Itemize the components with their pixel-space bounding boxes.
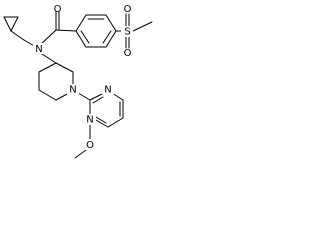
- bond: [132, 21, 153, 32]
- bond: [105, 30, 117, 48]
- bond: [77, 92, 91, 101]
- bond: [75, 14, 87, 32]
- bond: [75, 30, 87, 48]
- bond: [55, 62, 74, 73]
- atom-label-pyrimidine-nitrogen-top: N: [104, 85, 111, 96]
- atom-label-sulfonyl-oxygen-bottom: O: [124, 48, 132, 59]
- bond: [80, 30, 90, 44]
- bond: [74, 149, 87, 159]
- bond: [93, 118, 109, 128]
- atom-label-amide-oxygen: O: [54, 4, 62, 15]
- atom-label-piperidine-nitrogen: N: [69, 85, 76, 96]
- chemical-structure-diagram: O S O O N N N N O: [3, 4, 153, 159]
- atom-label-pyrimidine-nitrogen-bottom: N: [86, 115, 93, 126]
- bond: [102, 30, 112, 44]
- atom-label-sulfonyl-oxygen-top: O: [124, 4, 132, 15]
- bond: [10, 16, 19, 32]
- bond: [92, 96, 104, 104]
- bond: [38, 62, 57, 73]
- atom-label-amide-nitrogen: N: [35, 44, 42, 55]
- atom-labels: O S O O N N N N O: [33, 4, 133, 151]
- bond: [95, 116, 107, 124]
- atom-label-sulfonyl-sulfur: S: [124, 27, 130, 38]
- bond: [105, 14, 117, 32]
- bond: [55, 92, 70, 101]
- bond: [38, 89, 57, 101]
- bond: [41, 53, 57, 64]
- bond: [107, 117, 124, 128]
- bond: [10, 30, 25, 41]
- bonds: [3, 11, 153, 159]
- atom-label-methoxy-oxygen: O: [86, 140, 94, 151]
- bond: [39, 29, 57, 46]
- bond: [55, 29, 77, 32]
- bond: [3, 16, 12, 32]
- bond: [89, 92, 105, 101]
